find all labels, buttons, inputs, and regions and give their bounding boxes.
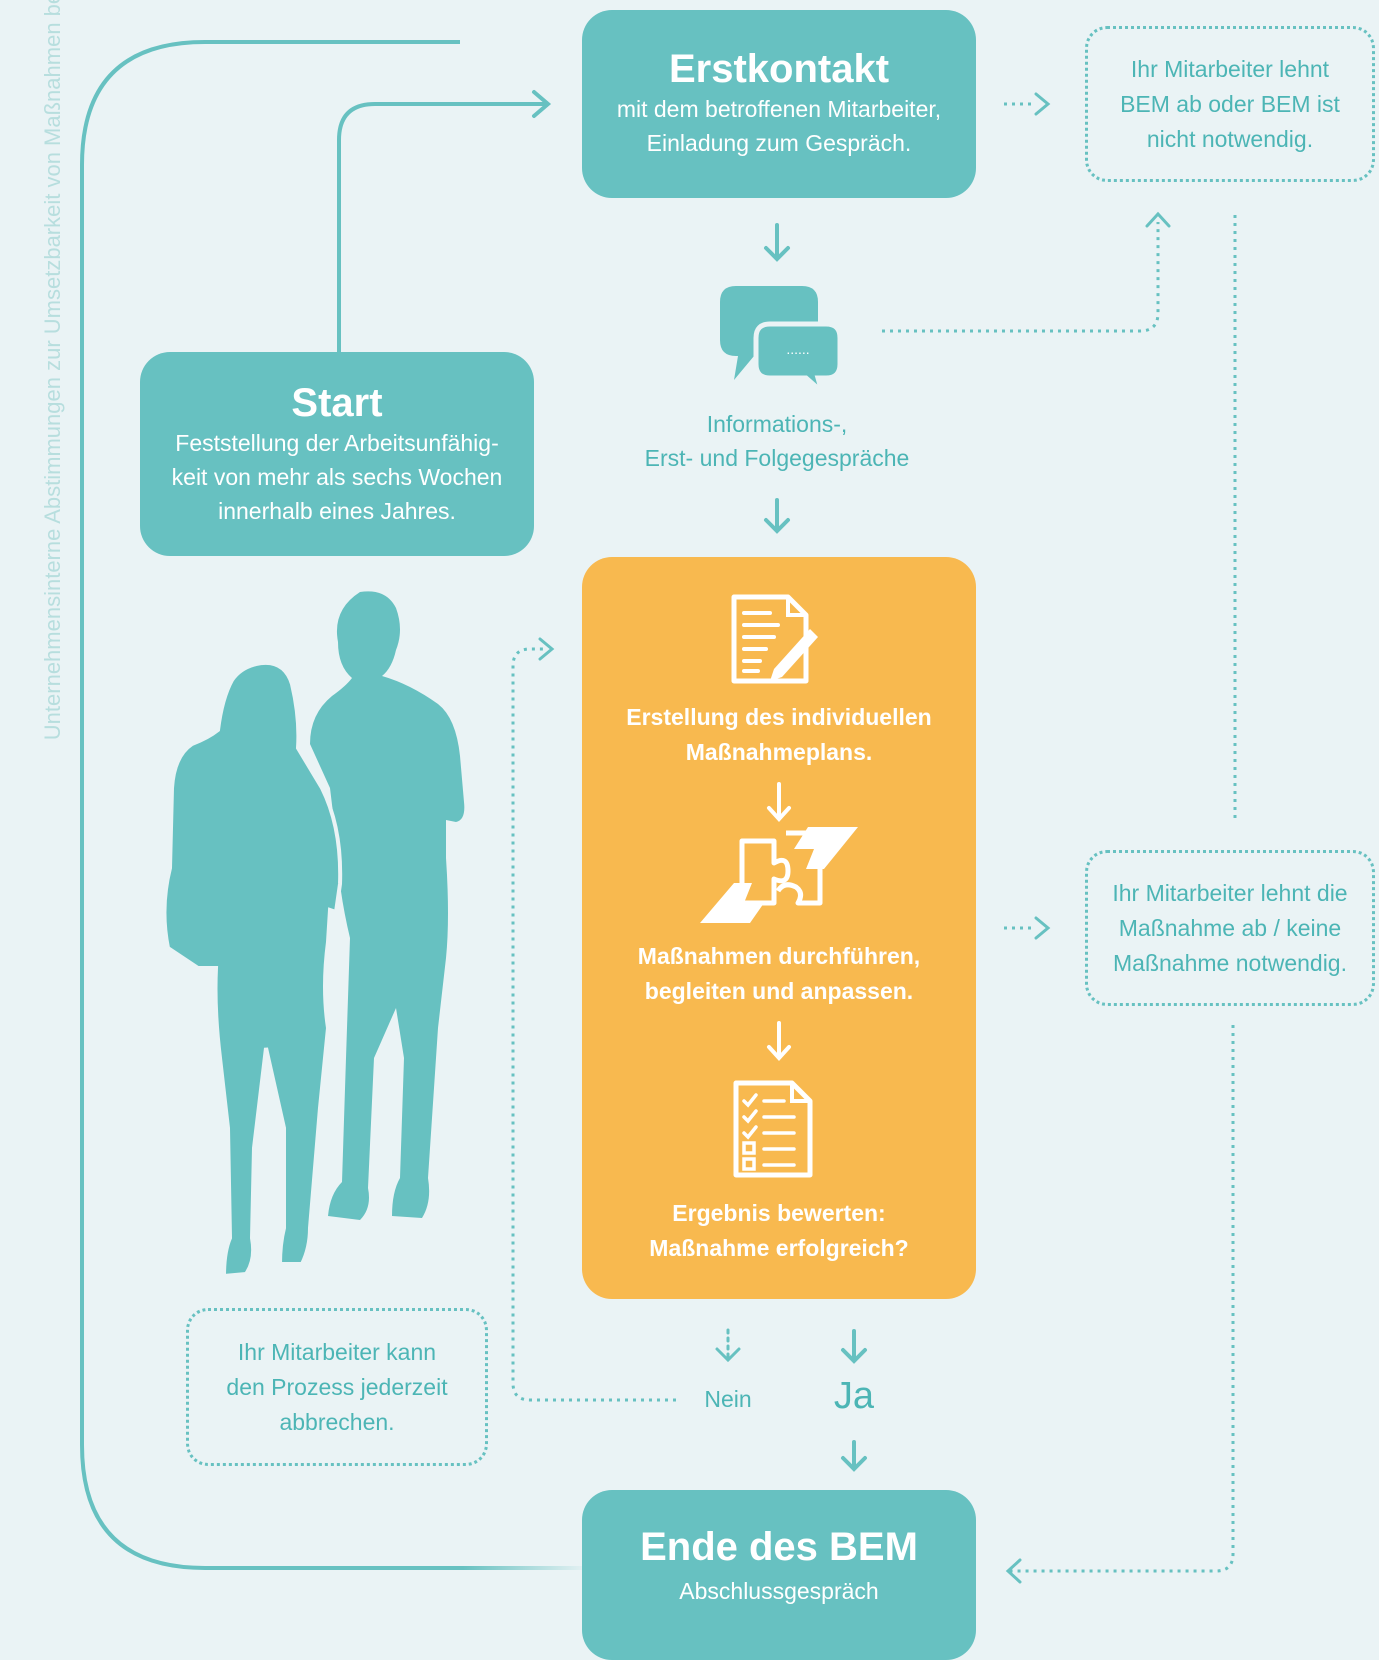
chat-bubbles-icon: ...... <box>720 286 843 394</box>
gespraeche-label-line: Erst- und Folgegespräche <box>644 445 910 471</box>
start-text-line: innerhalb eines Jahres. <box>218 498 456 524</box>
side-note-text: Unternehmensinterne Abstimmungen zur Ums… <box>40 0 65 741</box>
down-arrows <box>764 223 867 1472</box>
step3-text-line: Ergebnis bewerten: <box>672 1200 886 1226</box>
start-to-erstkontakt-line <box>337 102 545 354</box>
erstkontakt-title: Erstkontakt <box>668 47 890 91</box>
note-lehnt-massnahme: Ihr Mitarbeiter lehnt die Maßnahme ab / … <box>1085 850 1375 1006</box>
step2-text-line: begleiten und anpassen. <box>644 978 914 1004</box>
note-lehnt-bem-line: Ihr Mitarbeiter lehnt <box>1130 55 1330 82</box>
arrow-head-erstkontakt <box>532 90 552 118</box>
note-abbrechen-line: abbrechen. <box>279 1408 395 1435</box>
arrow-down-icon <box>767 782 791 822</box>
step2-text-line: Maßnahmen durchführen, <box>637 943 921 969</box>
note-lehnt-massnahme-line: Maßnahme ab / keine <box>1118 914 1342 941</box>
document-edit-icon <box>731 594 818 684</box>
nein-label: Nein <box>704 1386 752 1412</box>
massnahme-process-box: Erstellung des individuellen Maßnahmepla… <box>582 557 976 1299</box>
start-text-line: keit von mehr als sechs Wochen <box>171 464 503 490</box>
gespraeche-label-line: Informations-, <box>706 411 848 437</box>
step3-text-line: Maßnahme erfolgreich? <box>649 1235 909 1261</box>
start-title: Start <box>291 381 383 425</box>
note-lehnt-bem-line: nicht notwendig. <box>1146 125 1314 152</box>
note-lehnt-bem-line: BEM ab oder BEM ist <box>1120 90 1340 117</box>
step1-text-line: Erstellung des individuellen <box>626 704 932 730</box>
gespraeche-label: Informations-, Erst- und Folgegespräche <box>597 407 957 475</box>
people-silhouette-icon <box>162 591 465 1279</box>
erstkontakt-box: Erstkontakt mit dem betroffenen Mitarbei… <box>582 10 976 198</box>
note-lehnt-bem: Ihr Mitarbeiter lehnt BEM ab oder BEM is… <box>1085 26 1375 182</box>
note-abbrechen-line: Ihr Mitarbeiter kann <box>237 1338 437 1365</box>
erstkontakt-text-line: Einladung zum Gespräch. <box>646 130 912 156</box>
start-text-line: Feststellung der Arbeitsunfähig- <box>175 430 499 456</box>
note-abbrechen-line: den Prozess jederzeit <box>226 1373 448 1400</box>
ja-label: Ja <box>833 1375 875 1417</box>
arrow-down-icon <box>767 1021 791 1061</box>
note-lehnt-massnahme-line: Maßnahme notwendig. <box>1113 949 1347 976</box>
step1-text-line: Maßnahmeplans. <box>685 739 873 765</box>
note-abbrechen: Ihr Mitarbeiter kann den Prozess jederze… <box>186 1308 488 1466</box>
erstkontakt-text-line: mit dem betroffenen Mitarbeiter, <box>616 96 942 122</box>
start-box: Start Feststellung der Arbeitsunfähig- k… <box>140 352 534 556</box>
chat-bubble-dots: ...... <box>786 341 809 357</box>
puzzle-hands-icon <box>700 827 858 923</box>
checklist-icon <box>733 1080 813 1178</box>
ende-bem-text: Abschlussgespräch <box>679 1578 879 1604</box>
ende-bem-title: Ende des BEM <box>640 1525 918 1569</box>
note-lehnt-massnahme-line: Ihr Mitarbeiter lehnt die <box>1112 879 1348 906</box>
ende-bem-box: Ende des BEM Abschlussgespräch <box>582 1490 976 1660</box>
outer-loop-line <box>80 40 590 1570</box>
